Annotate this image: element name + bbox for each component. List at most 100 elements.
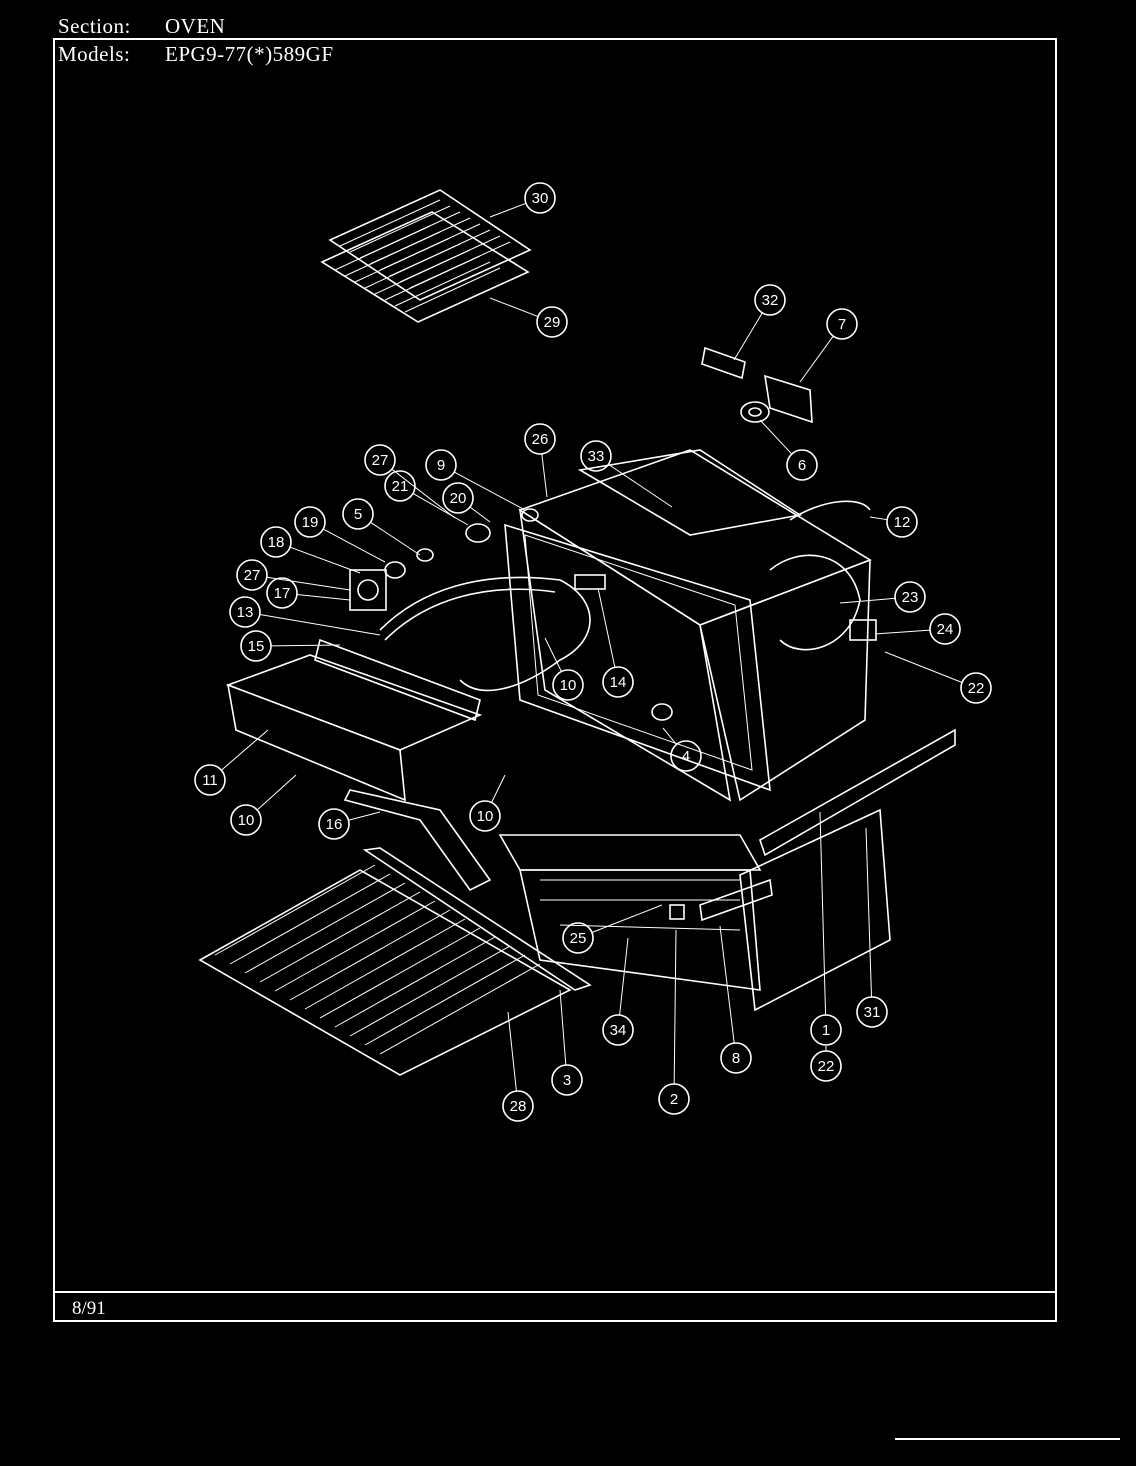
callout-c10a: 10: [544, 637, 584, 701]
callout-bubble: [810, 1050, 842, 1082]
callout-bubble: [502, 1090, 534, 1122]
callout-c7: 7: [799, 308, 858, 383]
callout-bubble: [960, 672, 992, 704]
callout-bubble: [602, 1014, 634, 1046]
callout-c2: 2: [658, 929, 690, 1115]
callout-number: 25: [570, 930, 587, 947]
callout-bubble: [425, 449, 457, 481]
leader-line: [221, 729, 269, 771]
callout-c32: 32: [733, 284, 786, 361]
callout-c31: 31: [856, 827, 888, 1028]
bake-burner-assembly: [349, 508, 591, 692]
leader-line: [270, 644, 341, 647]
callout-c6: 6: [759, 419, 818, 481]
callout-c19: 19: [294, 506, 386, 563]
callout-number: 22: [968, 680, 985, 697]
footer-divider: [53, 1291, 1057, 1293]
callout-number: 21: [392, 478, 409, 495]
leader-line: [453, 471, 526, 511]
callout-bubble: [929, 613, 961, 645]
callout-bubble: [658, 1083, 690, 1115]
leader-line: [759, 419, 793, 455]
callout-bubble: [194, 764, 226, 796]
leader-line: [662, 727, 677, 745]
leader-line: [507, 1011, 517, 1092]
footer-date: 8/91: [72, 1298, 106, 1319]
leader-line: [719, 925, 735, 1044]
callout-c10b: 10: [230, 774, 297, 836]
callout-c11: 11: [194, 729, 269, 796]
leader-line: [489, 297, 539, 318]
callout-c28: 28: [502, 1011, 534, 1122]
callout-c21: 21: [384, 470, 469, 526]
leader-line: [799, 335, 834, 383]
callout-bubble: [602, 666, 634, 698]
callout-number: 5: [354, 506, 362, 523]
leader-line: [491, 774, 506, 803]
callout-bubble: [670, 740, 702, 772]
callout-number: 8: [732, 1050, 740, 1067]
callout-bubble: [562, 922, 594, 954]
section-label: Section:: [58, 14, 131, 38]
callout-c24: 24: [874, 613, 961, 645]
callout-number: 3: [563, 1072, 571, 1089]
callout-bubble: [826, 308, 858, 340]
callout-c34: 34: [602, 937, 634, 1046]
callout-number: 26: [532, 431, 549, 448]
callout-bubble: [442, 482, 474, 514]
callout-number: 27: [244, 567, 261, 584]
leader-line: [591, 904, 663, 933]
callout-c10c: 10: [469, 774, 506, 832]
leader-line: [559, 989, 567, 1066]
callout-number: 10: [238, 812, 255, 829]
callout-number: 6: [798, 457, 806, 474]
callout-number: 23: [902, 589, 919, 606]
leader-line: [865, 827, 873, 998]
leader-line: [544, 637, 562, 672]
callout-c5: 5: [342, 498, 421, 556]
callout-c26: 26: [524, 423, 556, 498]
callout-number: 16: [326, 816, 343, 833]
callout-bubble: [266, 577, 298, 609]
leader-line: [869, 516, 888, 521]
callout-c27a: 27: [364, 444, 456, 519]
callout-c9: 9: [425, 449, 526, 511]
callout-bubble: [551, 1064, 583, 1096]
callout-number: 10: [477, 808, 494, 825]
callout-number: 18: [268, 534, 285, 551]
leader-line: [597, 587, 616, 668]
callout-number: 27: [372, 452, 389, 469]
callout-c16: 16: [318, 808, 381, 840]
callout-bubble: [810, 1014, 842, 1046]
section-value: OVEN: [165, 14, 226, 38]
leader-line: [256, 774, 297, 811]
leader-line: [412, 493, 469, 526]
callout-number: 10: [560, 677, 577, 694]
callout-bubble: [552, 669, 584, 701]
leader-line: [733, 312, 763, 361]
leader-line: [469, 506, 491, 523]
leader-line: [370, 521, 421, 556]
callout-number: 22: [818, 1058, 835, 1075]
callout-c4: 4: [662, 727, 702, 772]
callout-number: 11: [202, 772, 218, 789]
callout-c23: 23: [839, 581, 926, 613]
callout-bubble: [260, 526, 292, 558]
callout-number: 13: [237, 604, 254, 621]
thermostat-bracket-parts: [701, 346, 813, 424]
callout-bubble: [236, 559, 268, 591]
callout-number: 28: [510, 1098, 527, 1115]
leader-line: [259, 614, 381, 636]
broiler-pan: [225, 638, 492, 892]
callout-bubble: [754, 284, 786, 316]
leader-line: [296, 594, 351, 601]
leader-line: [289, 546, 361, 574]
callout-bubble: [720, 1042, 752, 1074]
callout-bubble: [342, 498, 374, 530]
callout-bubble: [469, 800, 501, 832]
callout-c14: 14: [597, 587, 634, 698]
diagram-frame: [53, 38, 1057, 1322]
callout-number: 19: [302, 514, 319, 531]
